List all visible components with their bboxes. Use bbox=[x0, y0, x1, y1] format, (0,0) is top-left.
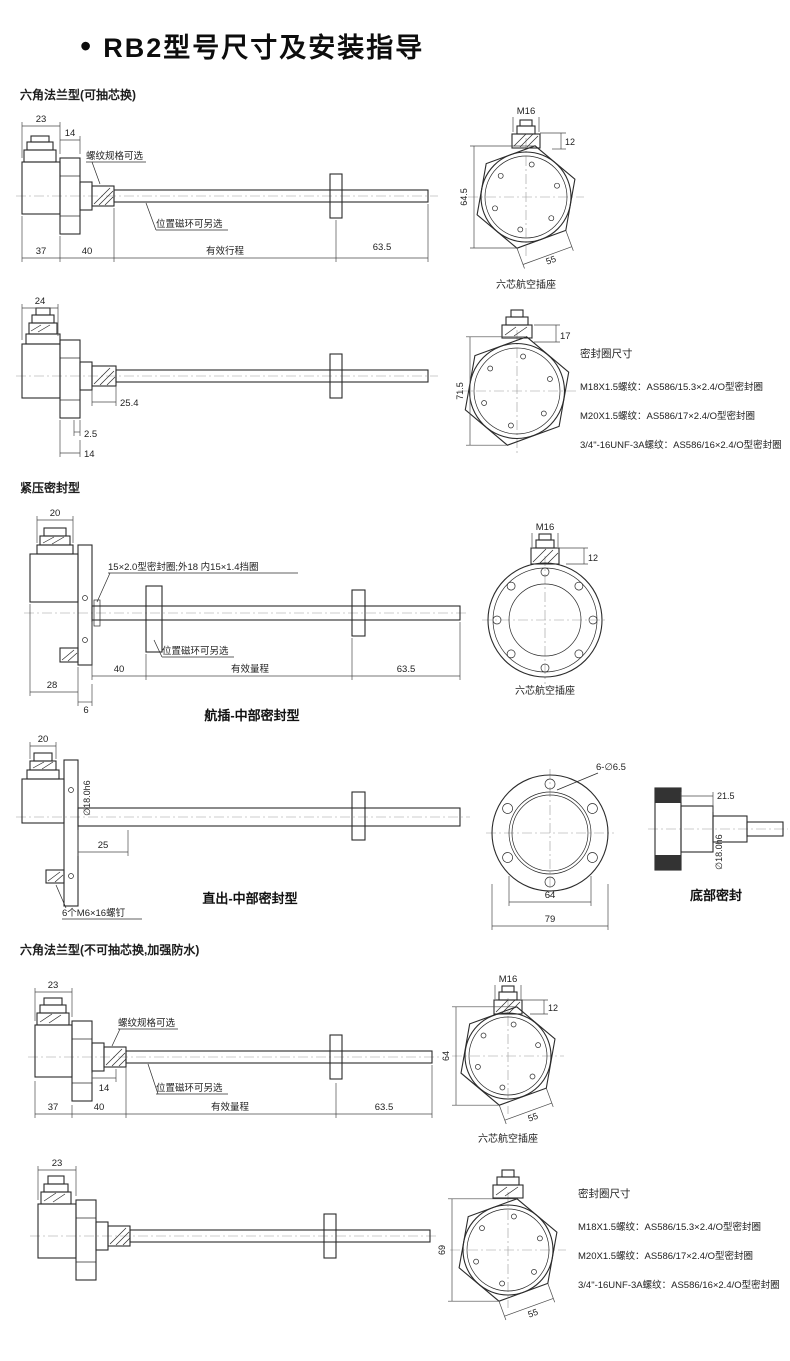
dim-55: 55 bbox=[527, 1111, 540, 1124]
dim-21-5: 21.5 bbox=[717, 791, 735, 801]
seal-spec-m20: M20X1.5螺纹：AS586/17×2.4/O型密封圈 bbox=[578, 1251, 754, 1262]
label-m16: M16 bbox=[536, 522, 554, 533]
dim-12: 12 bbox=[588, 553, 598, 563]
s2-bottom-seal-drawing: 21.5 ∅18.0h6 底部密封 bbox=[648, 787, 788, 903]
dim-63-5: 63.5 bbox=[375, 1102, 394, 1113]
dim-64: 64 bbox=[545, 890, 556, 901]
caption-bottom-seal: 底部密封 bbox=[690, 888, 742, 903]
s1-view1-side-drawing: 23 14 螺纹规格可选 位置磁环可另选 37 40 有效行程 63.5 bbox=[16, 114, 438, 262]
label-bolt-holes: 6-∅6.5 bbox=[596, 762, 626, 773]
seal-spec-m18: M18X1.5螺纹：AS586/15.3×2.4/O型密封圈 bbox=[578, 1222, 761, 1233]
dim-12: 12 bbox=[565, 137, 575, 147]
seal-spec-m20: M20X1.5螺纹：AS586/17×2.4/O型密封圈 bbox=[580, 411, 756, 422]
label-m16: M16 bbox=[517, 106, 535, 117]
caption-direct-out-mid-seal: 直出-中部密封型 bbox=[202, 891, 297, 906]
s2-view4-side-drawing: 20 ∅18.0h6 25 6个M6×16螺钉 直出-中部密封型 bbox=[16, 734, 470, 920]
s3-view5-side-drawing: 23 螺纹规格可选 14 位置磁环可另选 37 40 有效量程 63.5 bbox=[28, 980, 440, 1118]
s3-view6-side-drawing: 23 bbox=[30, 1158, 438, 1281]
page-title: RB2型号尺寸及安装指导 bbox=[103, 33, 425, 63]
label-effective-stroke: 有效行程 bbox=[206, 245, 245, 257]
note-thread-optional: 螺纹规格可选 bbox=[86, 150, 144, 162]
dim-24: 24 bbox=[35, 296, 46, 307]
section-heading-hex-flange-removable: 六角法兰型(可抽芯换) bbox=[20, 88, 136, 102]
s2-end3-round-flange-view: M16 12 六芯航空插座 bbox=[482, 522, 608, 697]
dim-6: 6 bbox=[83, 705, 88, 716]
dim-20: 20 bbox=[50, 508, 61, 519]
dim-23: 23 bbox=[48, 980, 59, 991]
s2-view3-side-drawing: 20 15×2.0型密封圈;外18 内15×1.4挡圈 位置磁环可另选 40 有… bbox=[24, 508, 468, 723]
dim-64: 64 bbox=[441, 1051, 451, 1061]
dim-63-5: 63.5 bbox=[373, 242, 392, 253]
dim-14: 14 bbox=[65, 128, 76, 139]
dim-55: 55 bbox=[545, 254, 558, 267]
dim-25: 25 bbox=[98, 840, 109, 851]
label-aviation-socket: 六芯航空插座 bbox=[515, 684, 575, 697]
label-aviation-socket: 六芯航空插座 bbox=[496, 278, 556, 291]
s1-end2-hex-view: 17 71.5 bbox=[455, 309, 576, 454]
dim-25-4: 25.4 bbox=[120, 398, 139, 409]
dim-40: 40 bbox=[82, 246, 93, 257]
dim-40: 40 bbox=[114, 664, 125, 675]
s3-end6-hex-view: 69 55 bbox=[437, 1169, 566, 1321]
caption-aviation-plug-mid-seal: 航插-中部密封型 bbox=[204, 708, 299, 723]
note-magnet-optional: 位置磁环可另选 bbox=[162, 645, 229, 657]
dim-dia-18h6: ∅18.0h6 bbox=[714, 834, 724, 869]
dim-20: 20 bbox=[38, 734, 49, 745]
dim-2-5: 2.5 bbox=[84, 429, 97, 440]
seal-spec-m18: M18X1.5螺纹：AS586/15.3×2.4/O型密封圈 bbox=[580, 382, 763, 393]
note-thread-optional: 螺纹规格可选 bbox=[118, 1017, 176, 1029]
section-heading-hex-flange-fixed: 六角法兰型(不可抽芯换,加强防水) bbox=[20, 943, 200, 957]
dim-40: 40 bbox=[94, 1102, 105, 1113]
dim-37: 37 bbox=[48, 1102, 59, 1113]
note-seal-ring: 15×2.0型密封圈;外18 内15×1.4挡圈 bbox=[108, 561, 259, 573]
dim-69: 69 bbox=[437, 1245, 447, 1255]
dim-17: 17 bbox=[560, 331, 571, 342]
s2-end4-round-flange-view: 6-∅6.5 64 79 bbox=[486, 762, 626, 930]
dim-37: 37 bbox=[36, 246, 47, 257]
label-effective-range: 有效量程 bbox=[231, 663, 270, 675]
seal-spec-unf: 3/4"-16UNF-3A螺纹：AS586/16×2.4/O型密封圈 bbox=[578, 1280, 780, 1291]
dim-63-5: 63.5 bbox=[397, 664, 416, 675]
seal-spec-block-2: 密封圈尺寸 M18X1.5螺纹：AS586/15.3×2.4/O型密封圈 M20… bbox=[578, 1186, 790, 1306]
seal-spec-unf: 3/4"-16UNF-3A螺纹：AS586/16×2.4/O型密封圈 bbox=[580, 440, 782, 451]
section-heading-compression-seal: 紧压密封型 bbox=[20, 481, 81, 495]
note-m6-screws: 6个M6×16螺钉 bbox=[62, 908, 126, 919]
label-m16: M16 bbox=[499, 974, 517, 985]
seal-spec-title: 密封圈尺寸 bbox=[578, 1188, 631, 1200]
seal-spec-title: 密封圈尺寸 bbox=[580, 348, 633, 360]
dim-28: 28 bbox=[47, 680, 58, 691]
note-magnet-optional: 位置磁环可另选 bbox=[156, 1082, 223, 1094]
dim-12: 12 bbox=[548, 1003, 558, 1013]
label-effective-range: 有效量程 bbox=[211, 1101, 250, 1113]
dim-14: 14 bbox=[84, 449, 95, 460]
seal-spec-block-1: 密封圈尺寸 M18X1.5螺纹：AS586/15.3×2.4/O型密封圈 M20… bbox=[580, 346, 790, 466]
dim-55: 55 bbox=[527, 1307, 540, 1320]
dim-64-5: 64.5 bbox=[459, 188, 469, 206]
label-aviation-socket: 六芯航空插座 bbox=[478, 1132, 538, 1145]
dim-dia-18h6: ∅18.0h6 bbox=[82, 780, 92, 815]
dim-14: 14 bbox=[99, 1083, 110, 1094]
s3-end5-hex-view: M16 12 64 55 六芯航空插座 bbox=[441, 974, 564, 1145]
s1-view2-side-drawing: 24 25.4 2.5 14 bbox=[16, 296, 438, 460]
dim-23: 23 bbox=[36, 114, 47, 125]
s1-end1-hex-view: M16 12 64.5 55 六芯航空插座 bbox=[459, 106, 584, 291]
page-title-row: • RB2型号尺寸及安装指导 bbox=[80, 26, 424, 65]
dim-79: 79 bbox=[545, 914, 556, 925]
note-magnet-optional: 位置磁环可另选 bbox=[156, 218, 223, 230]
dim-23: 23 bbox=[52, 1158, 63, 1169]
title-bullet: • bbox=[80, 27, 92, 64]
dim-71-5: 71.5 bbox=[455, 382, 465, 400]
